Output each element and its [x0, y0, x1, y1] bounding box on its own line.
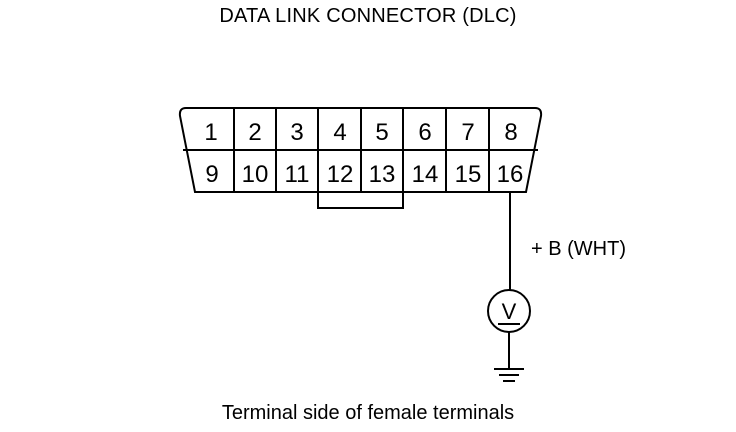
pin-13-label: 13: [369, 161, 396, 188]
pin-11-label: 11: [285, 161, 310, 188]
voltmeter-symbol: V: [502, 299, 517, 324]
pin-1-label: 1: [204, 119, 217, 146]
pin-3-label: 3: [290, 119, 303, 146]
jumper-wire: [317, 192, 404, 209]
connector-outline: [178, 107, 543, 193]
diagram-caption: Terminal side of female terminals: [221, 402, 515, 424]
pin-9-label: 9: [205, 161, 218, 188]
pin-14-label: 14: [412, 161, 439, 188]
pin-dividers: [233, 108, 490, 192]
top-row-pins: 1 2 3 4 5 6 7 8: [204, 119, 517, 146]
pin-4-label: 4: [333, 119, 346, 146]
pin-5-label: 5: [375, 119, 388, 146]
diagram-title: DATA LINK CONNECTOR (DLC): [219, 5, 517, 27]
pin-8-label: 8: [504, 119, 517, 146]
pin-6-label: 6: [418, 119, 431, 146]
pin-10-label: 10: [242, 161, 269, 188]
pin-2-label: 2: [248, 119, 261, 146]
pin-16-label: 16: [497, 161, 524, 188]
pin-12-label: 12: [327, 161, 354, 188]
pin-7-label: 7: [461, 119, 474, 146]
bottom-row-pins: 9 10 11 12 13 14 15 16: [205, 161, 523, 188]
pin-15-label: 15: [455, 161, 482, 188]
ground-icon: [494, 368, 524, 382]
wire-label: + B (WHT): [531, 238, 626, 260]
